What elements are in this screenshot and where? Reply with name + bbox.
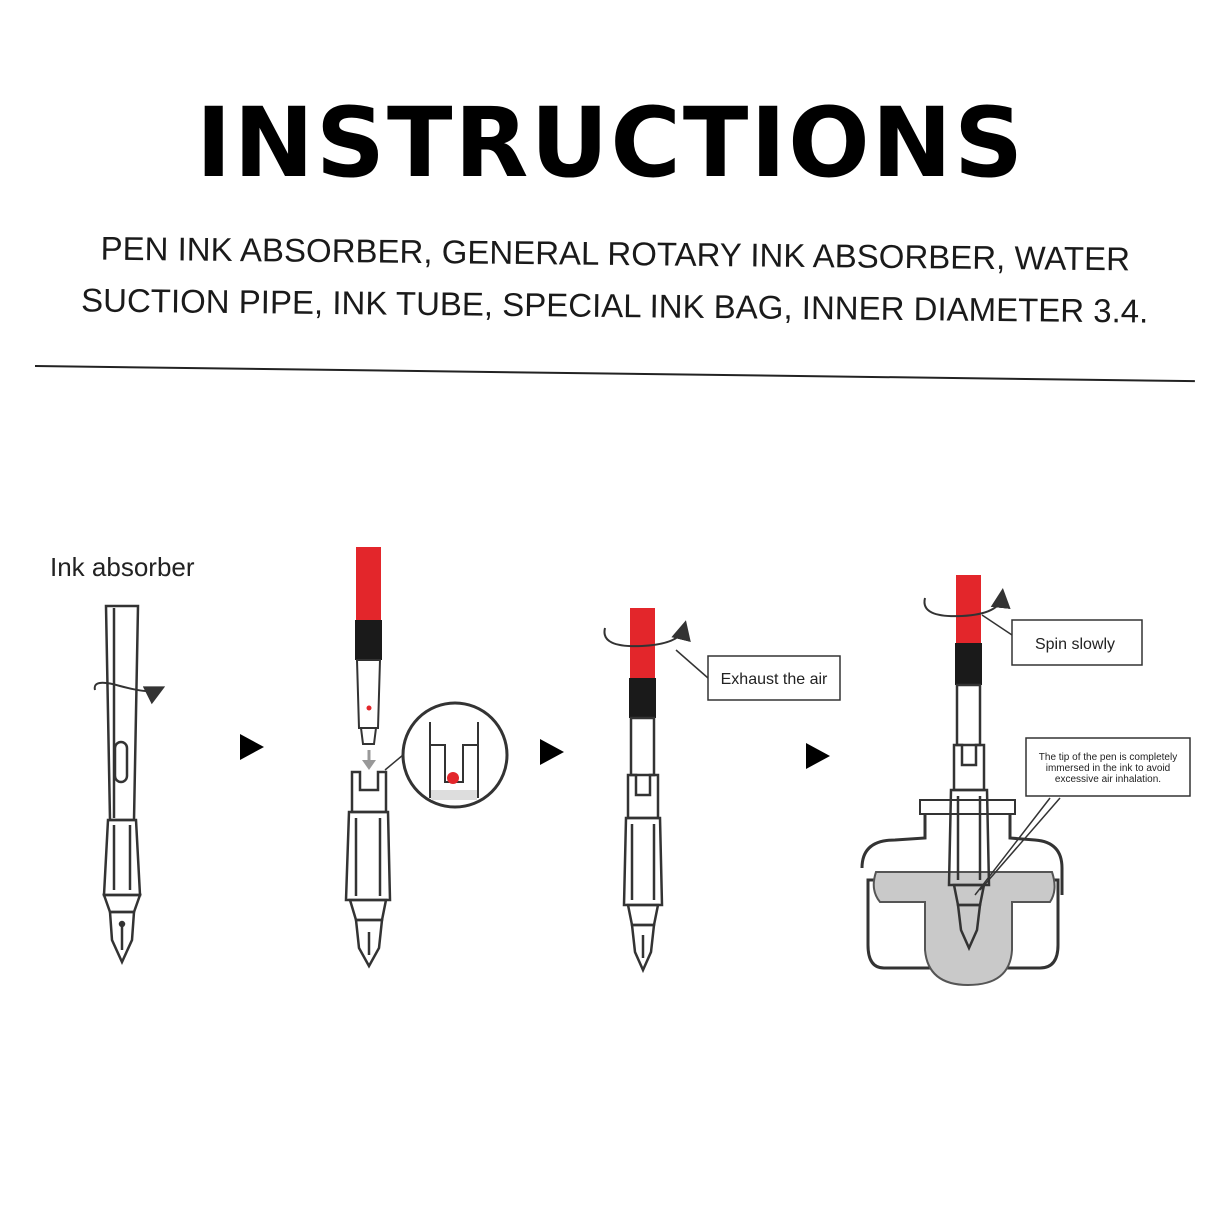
pen-icon: [947, 683, 991, 952]
ink-bottle-icon: [860, 799, 1064, 987]
step4-group: Spin slowly The tip of the pen is comple…: [860, 575, 1191, 987]
ink-tube-connector: [355, 620, 382, 660]
pen-icon: [344, 770, 392, 969]
step1-group: Ink absorber: [50, 552, 195, 966]
pen-icon: [102, 604, 142, 966]
ink-absorber-label: Ink absorber: [50, 552, 195, 582]
ink-tube-connector: [955, 643, 982, 685]
exhaust-air-callout: [707, 655, 841, 701]
page-subtitle: PEN INK ABSORBER, GENERAL ROTARY INK ABS…: [80, 229, 1149, 330]
immersion-note-line2: immersed in the ink to avoid: [1046, 763, 1171, 774]
instruction-illustration: Ink absorber: [50, 547, 1191, 987]
ink-tube-red: [630, 608, 655, 680]
rotate-arrow-icon: [93, 681, 166, 705]
exhaust-air-text: Exhaust the air: [721, 671, 828, 688]
immersion-note-line1: The tip of the pen is completely: [1039, 752, 1177, 763]
immersion-note-box: [1025, 737, 1191, 797]
step2-group: [344, 547, 509, 969]
spin-slowly-callout: [1011, 619, 1143, 666]
step3-group: Exhaust the air: [603, 608, 841, 974]
ink-tube-red: [956, 575, 981, 645]
spin-slowly-text: Spin slowly: [1035, 636, 1115, 653]
play-arrow-icon: [540, 739, 564, 765]
ink-tube-connector: [629, 678, 656, 718]
pen-icon: [622, 716, 664, 974]
play-arrow-icon: [240, 734, 264, 760]
magnifier-circle-icon: [401, 701, 509, 809]
rotate-arrow-icon: [923, 588, 1011, 618]
immersion-note-line3: excessive air inhalation.: [1055, 774, 1161, 785]
play-arrow-icon: [806, 743, 830, 769]
ink-tube-red: [356, 547, 381, 621]
page-title: INSTRUCTIONS: [195, 87, 1026, 199]
rotate-arrow-icon: [603, 620, 691, 648]
